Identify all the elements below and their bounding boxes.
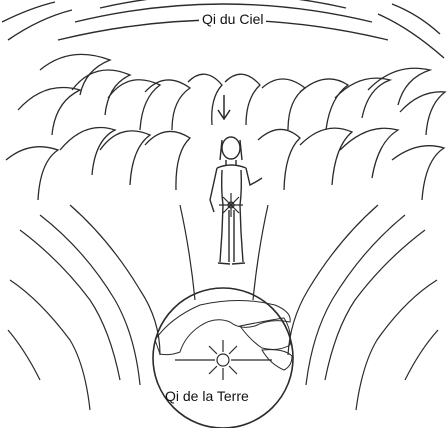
descending-qi-strokes (6, 54, 445, 200)
earth-qi-label: Qi de la Terre (165, 388, 249, 404)
earth-globe (153, 288, 293, 428)
heaven-qi-label: Qi du Ciel (199, 11, 266, 27)
earth-sunburst (175, 340, 272, 380)
heaven-field (2, 0, 444, 58)
descending-arrow (218, 95, 230, 119)
